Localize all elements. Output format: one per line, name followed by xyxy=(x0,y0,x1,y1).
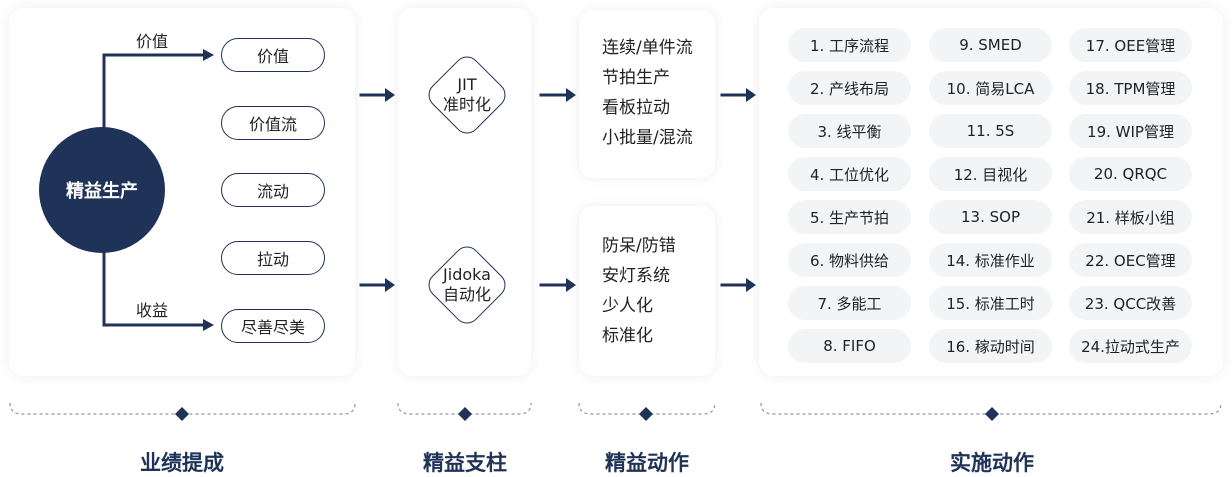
impl-item: 9. SMED xyxy=(929,28,1052,62)
impl-item: 16. 稼动时间 xyxy=(929,329,1052,363)
jit-diamond: JIT 准时化 xyxy=(417,45,517,145)
arrowhead-icon xyxy=(203,319,214,331)
jit-line1: JIT xyxy=(457,75,477,94)
impl-item: 4. 工位优化 xyxy=(788,157,911,191)
actions-top-panel xyxy=(579,10,715,178)
impl-item: 11. 5S xyxy=(929,114,1052,148)
arrowhead-icon xyxy=(746,278,756,292)
pill-label: 价值流 xyxy=(248,115,297,134)
branch-bottom-label: 收益 xyxy=(136,301,169,320)
arrowhead-icon xyxy=(203,49,214,61)
jidoka-text: Jidoka 自动化 xyxy=(417,235,517,335)
value-pill: 价值 xyxy=(221,38,325,72)
flow-pill: 流动 xyxy=(221,173,325,207)
action-item: 标准化 xyxy=(602,326,653,346)
impl-item: 20. QRQC xyxy=(1069,157,1192,191)
actions-bottom-panel xyxy=(579,206,715,376)
branch-top-line xyxy=(102,53,208,130)
pill-label: 流动 xyxy=(256,182,289,201)
impl-item: 22. OEC管理 xyxy=(1069,243,1192,277)
category-pillars: 精益支柱 xyxy=(423,451,507,475)
jidoka-line2: 自动化 xyxy=(442,285,491,304)
arrowhead-icon xyxy=(566,88,576,102)
jit-line2: 准时化 xyxy=(442,95,491,114)
bracket-diamond-icon xyxy=(458,407,472,421)
impl-item: 21. 样板小组 xyxy=(1069,200,1192,234)
impl-item: 17. OEE管理 xyxy=(1069,28,1192,62)
jidoka-line1: Jidoka xyxy=(443,265,491,284)
impl-item: 6. 物料供给 xyxy=(788,243,911,277)
bracket-diamond-icon xyxy=(175,407,189,421)
impl-item: 24.拉动式生产 xyxy=(1069,329,1192,363)
category-results: 业绩提成 xyxy=(140,451,224,475)
impl-item: 8. FIFO xyxy=(788,329,911,363)
action-item: 连续/单件流 xyxy=(602,38,693,58)
jidoka-diamond: Jidoka 自动化 xyxy=(417,235,517,335)
pull-pill: 拉动 xyxy=(221,241,325,275)
jit-text: JIT 准时化 xyxy=(417,45,517,145)
impl-item: 10. 简易LCA xyxy=(929,71,1052,105)
actions-top-list: 连续/单件流 节拍生产 看板拉动 小批量/混流 xyxy=(602,33,693,153)
perfection-pill: 尽善尽美 xyxy=(221,309,325,343)
impl-item: 3. 线平衡 xyxy=(788,114,911,148)
branch-bottom-line xyxy=(102,252,208,327)
lean-production-label: 精益生产 xyxy=(66,181,138,202)
action-item: 防呆/防错 xyxy=(602,236,676,256)
impl-item: 18. TPM管理 xyxy=(1069,71,1192,105)
arrowhead-icon xyxy=(746,88,756,102)
pill-label: 拉动 xyxy=(256,250,289,269)
category-lean-actions: 精益动作 xyxy=(605,451,689,475)
bracket-diamond-icon xyxy=(985,407,999,421)
impl-item: 1. 工序流程 xyxy=(788,28,911,62)
action-item: 看板拉动 xyxy=(602,98,670,118)
arrowhead-icon xyxy=(385,88,395,102)
action-item: 节拍生产 xyxy=(602,68,670,88)
actions-bottom-list: 防呆/防错 安灯系统 少人化 标准化 xyxy=(602,231,676,351)
arrowhead-icon xyxy=(385,278,395,292)
impl-item: 2. 产线布局 xyxy=(788,71,911,105)
pill-label: 尽善尽美 xyxy=(240,318,305,337)
action-item: 安灯系统 xyxy=(602,266,670,286)
branch-top-label: 价值 xyxy=(136,32,169,51)
impl-item: 13. SOP xyxy=(929,200,1052,234)
action-item: 小批量/混流 xyxy=(602,128,693,148)
impl-item: 14. 标准作业 xyxy=(929,243,1052,277)
pill-label: 价值 xyxy=(256,47,289,66)
arrowhead-icon xyxy=(566,278,576,292)
lean-production-circle: 精益生产 xyxy=(39,127,165,253)
impl-item: 7. 多能工 xyxy=(788,286,911,320)
impl-item: 19. WIP管理 xyxy=(1069,114,1192,148)
impl-item: 5. 生产节拍 xyxy=(788,200,911,234)
action-item: 少人化 xyxy=(602,296,653,316)
impl-item: 12. 目视化 xyxy=(929,157,1052,191)
impl-item: 15. 标准工时 xyxy=(929,286,1052,320)
impl-item: 23. QCC改善 xyxy=(1069,286,1192,320)
bracket-diamond-icon xyxy=(639,407,653,421)
value-stream-pill: 价值流 xyxy=(221,106,325,140)
category-implementation: 实施动作 xyxy=(950,451,1034,475)
